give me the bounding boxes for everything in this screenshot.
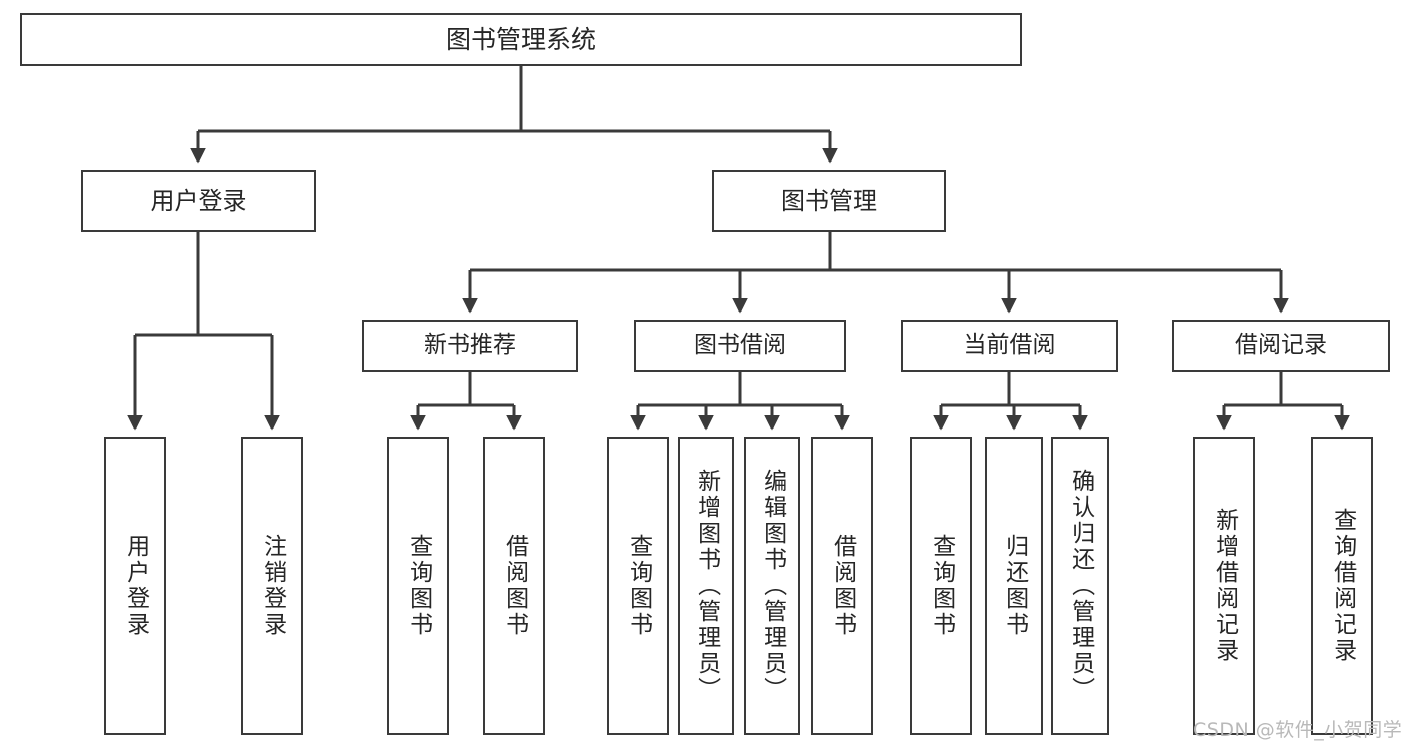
node-borrow-book-borrow[interactable]: 借阅图书	[811, 437, 873, 735]
node-return-book-label: 归还图书	[1001, 534, 1028, 638]
node-query-borrow-record-label: 查询借阅记录	[1329, 508, 1356, 664]
node-borrow-record[interactable]: 借阅记录	[1172, 320, 1390, 372]
node-book-borrow-label: 图书借阅	[694, 332, 786, 359]
node-new-book-recommend[interactable]: 新书推荐	[362, 320, 578, 372]
node-add-book-admin[interactable]: 新增图书（管理员）	[678, 437, 734, 735]
node-book-borrow[interactable]: 图书借阅	[634, 320, 846, 372]
node-current-borrow[interactable]: 当前借阅	[901, 320, 1118, 372]
node-user-login-action[interactable]: 用户登录	[104, 437, 166, 735]
node-return-book[interactable]: 归还图书	[985, 437, 1043, 735]
node-query-book-new-label: 查询图书	[405, 534, 432, 638]
node-user-login-label: 用户登录	[150, 186, 247, 215]
node-confirm-return-admin-label: 确认归还（管理员）	[1067, 469, 1094, 703]
node-query-borrow-record[interactable]: 查询借阅记录	[1311, 437, 1373, 735]
node-query-book-borrow[interactable]: 查询图书	[607, 437, 669, 735]
node-borrow-record-label: 借阅记录	[1235, 332, 1327, 359]
node-root[interactable]: 图书管理系统	[20, 13, 1022, 66]
node-query-book-current-label: 查询图书	[928, 534, 955, 638]
node-query-book-borrow-label: 查询图书	[625, 534, 652, 638]
node-current-borrow-label: 当前借阅	[963, 332, 1056, 359]
node-logout-action-label: 注销登录	[259, 534, 286, 638]
node-borrow-book-new-label: 借阅图书	[501, 534, 528, 638]
node-new-book-recommend-label: 新书推荐	[424, 332, 516, 359]
node-borrow-book-new[interactable]: 借阅图书	[483, 437, 545, 735]
node-root-label: 图书管理系统	[445, 24, 596, 54]
node-user-login[interactable]: 用户登录	[81, 170, 316, 232]
node-add-borrow-record[interactable]: 新增借阅记录	[1193, 437, 1255, 735]
node-add-book-admin-label: 新增图书（管理员）	[693, 469, 720, 703]
node-user-login-action-label: 用户登录	[122, 534, 149, 638]
node-query-book-current[interactable]: 查询图书	[910, 437, 972, 735]
node-confirm-return-admin[interactable]: 确认归还（管理员）	[1051, 437, 1109, 735]
node-logout-action[interactable]: 注销登录	[241, 437, 303, 735]
node-query-book-new[interactable]: 查询图书	[387, 437, 449, 735]
node-add-borrow-record-label: 新增借阅记录	[1211, 508, 1238, 664]
node-borrow-book-borrow-label: 借阅图书	[829, 534, 856, 638]
node-book-manage-label: 图书管理	[781, 186, 877, 215]
node-book-manage[interactable]: 图书管理	[712, 170, 946, 232]
watermark: CSDN @软件_小贺同学	[1193, 719, 1403, 741]
node-edit-book-admin-label: 编辑图书（管理员）	[759, 469, 786, 703]
node-edit-book-admin[interactable]: 编辑图书（管理员）	[744, 437, 800, 735]
